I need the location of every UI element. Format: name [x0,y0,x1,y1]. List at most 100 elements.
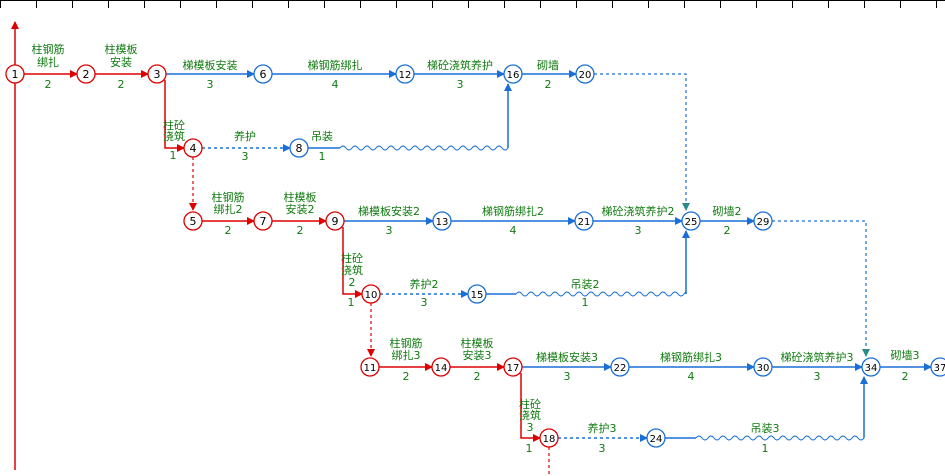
activity-duration: 2 [297,224,304,237]
event-node-22: 22 [610,357,630,377]
activity-name: 梯钢筋绑扎2 [482,204,544,218]
node-circle [610,357,630,377]
activity-duration: 3 [421,296,428,309]
activity-name: 柱钢筋 [212,190,245,204]
activity-duration: 3 [599,442,606,455]
activity-name: 柱钢筋 [390,336,423,350]
node-number: 24 [650,434,663,445]
event-node-29: 29 [753,211,773,231]
node-circle [431,357,451,377]
activity-a15-25 [486,230,690,297]
node-number: 15 [471,290,484,301]
node-circle [467,284,487,304]
activity-name: 砌墙2 [713,204,742,218]
node-number: 8 [296,142,303,155]
activity-duration: 3 [457,78,464,91]
activity-name: 砌墙3 [891,348,920,362]
activity-name: 2 [349,276,356,289]
activity-name: 吊装2 [571,278,600,291]
activity-duration: 1 [526,442,533,455]
activity-name: 砌墙 [537,58,559,72]
node-circle [503,64,523,84]
event-node-37: 37 [930,357,945,377]
free-float-wave [515,291,687,297]
node-circle [253,211,273,231]
activity-duration: 2 [545,78,552,91]
event-node-11: 11 [360,357,380,377]
event-node-4: 4 [183,138,203,158]
node-number: 20 [579,70,592,81]
activity-duration: 4 [688,370,695,383]
node-number: 6 [260,68,267,81]
activity-a9-10 [342,227,363,298]
activity-duration: 2 [902,370,909,383]
node-circle [395,64,415,84]
event-node-21: 21 [574,211,594,231]
activity-name: 吊装 [311,130,333,143]
activity-a24-34 [665,376,868,441]
free-float-wave [695,435,865,441]
node-circle [681,211,701,231]
event-node-34: 34 [861,357,881,377]
node-circle [5,64,25,84]
activity-labels: 柱钢筋绑扎2柱模板安装2梯模板安装3梯钢筋绑扎4梯砼浇筑养护3砌墙2柱砼浇筑1养… [32,42,920,455]
event-node-1: 1 [5,64,25,84]
activity-duration: 2 [474,370,481,383]
node-circle [360,357,380,377]
event-node-8: 8 [289,138,309,158]
event-node-12: 12 [395,64,415,84]
event-node-25: 25 [681,211,701,231]
node-number: 12 [399,70,412,81]
activity-name: 浇筑 [341,263,363,277]
node-circle [361,284,381,304]
activity-duration: 2 [724,224,731,237]
activity-name: 柱砼 [341,251,363,265]
event-node-5: 5 [183,211,203,231]
activity-name: 梯模板安装 [183,58,238,72]
node-circle [183,138,203,158]
node-circle [289,138,309,158]
activity-name: 安装3 [463,348,492,362]
node-number: 3 [154,68,161,81]
activity-arrows [24,70,932,476]
activity-name: 养护 [234,129,256,143]
node-circle [147,64,167,84]
node-number: 22 [614,363,627,374]
activity-name: 柱模板 [284,190,317,204]
node-number: 25 [685,217,698,228]
event-node-9: 9 [325,211,345,231]
node-circle [183,211,203,231]
activity-duration: 3 [242,150,249,163]
event-node-18: 18 [539,428,559,448]
activity-name: 梯模板安装2 [358,204,420,218]
node-circle [432,211,452,231]
node-number: 5 [190,215,197,228]
activity-name: 柱砼 [163,118,185,132]
activity-arrow [520,373,541,442]
activity-duration: 1 [319,150,326,163]
activity-a8-16 [308,83,512,151]
activity-arrow [164,80,185,152]
activity-name: 安装 [110,55,132,69]
node-number: 17 [507,363,520,374]
event-node-17: 17 [503,357,523,377]
node-number: 29 [757,217,770,228]
dummy-dependency-arrow [772,220,870,357]
activity-duration: 4 [332,78,339,91]
activity-name: 梯钢筋绑扎 [308,58,363,72]
activity-name: 梯砼浇筑养护3 [781,350,854,364]
event-node-3: 3 [147,64,167,84]
event-node-2: 2 [76,64,96,84]
activity-name: 柱模板 [461,336,494,350]
activity-a17-18 [520,373,541,442]
event-node-30: 30 [753,357,773,377]
node-circle [253,64,273,84]
activity-name: 柱砼 [519,397,541,411]
activity-name: 3 [527,421,534,434]
activity-duration: 2 [118,78,125,91]
node-number: 4 [190,142,197,155]
free-float-wave [339,145,509,151]
activity-duration: 1 [348,296,355,309]
node-number: 7 [260,215,267,228]
dummy-dependency-arrow [594,73,690,211]
